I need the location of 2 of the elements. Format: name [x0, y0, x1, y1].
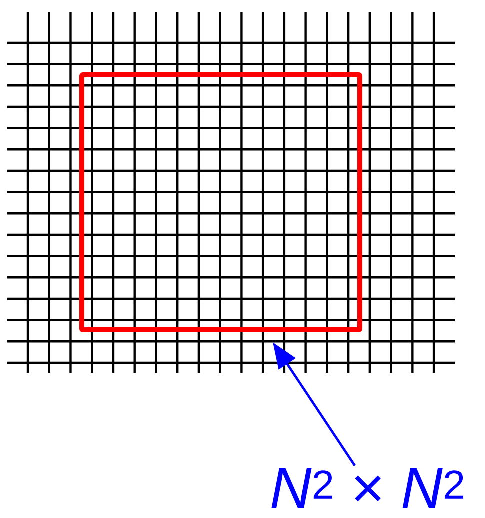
highlight-rectangle [80, 72, 362, 332]
formula-label: N$^{2}$ × N$^{2}$ [272, 468, 464, 508]
